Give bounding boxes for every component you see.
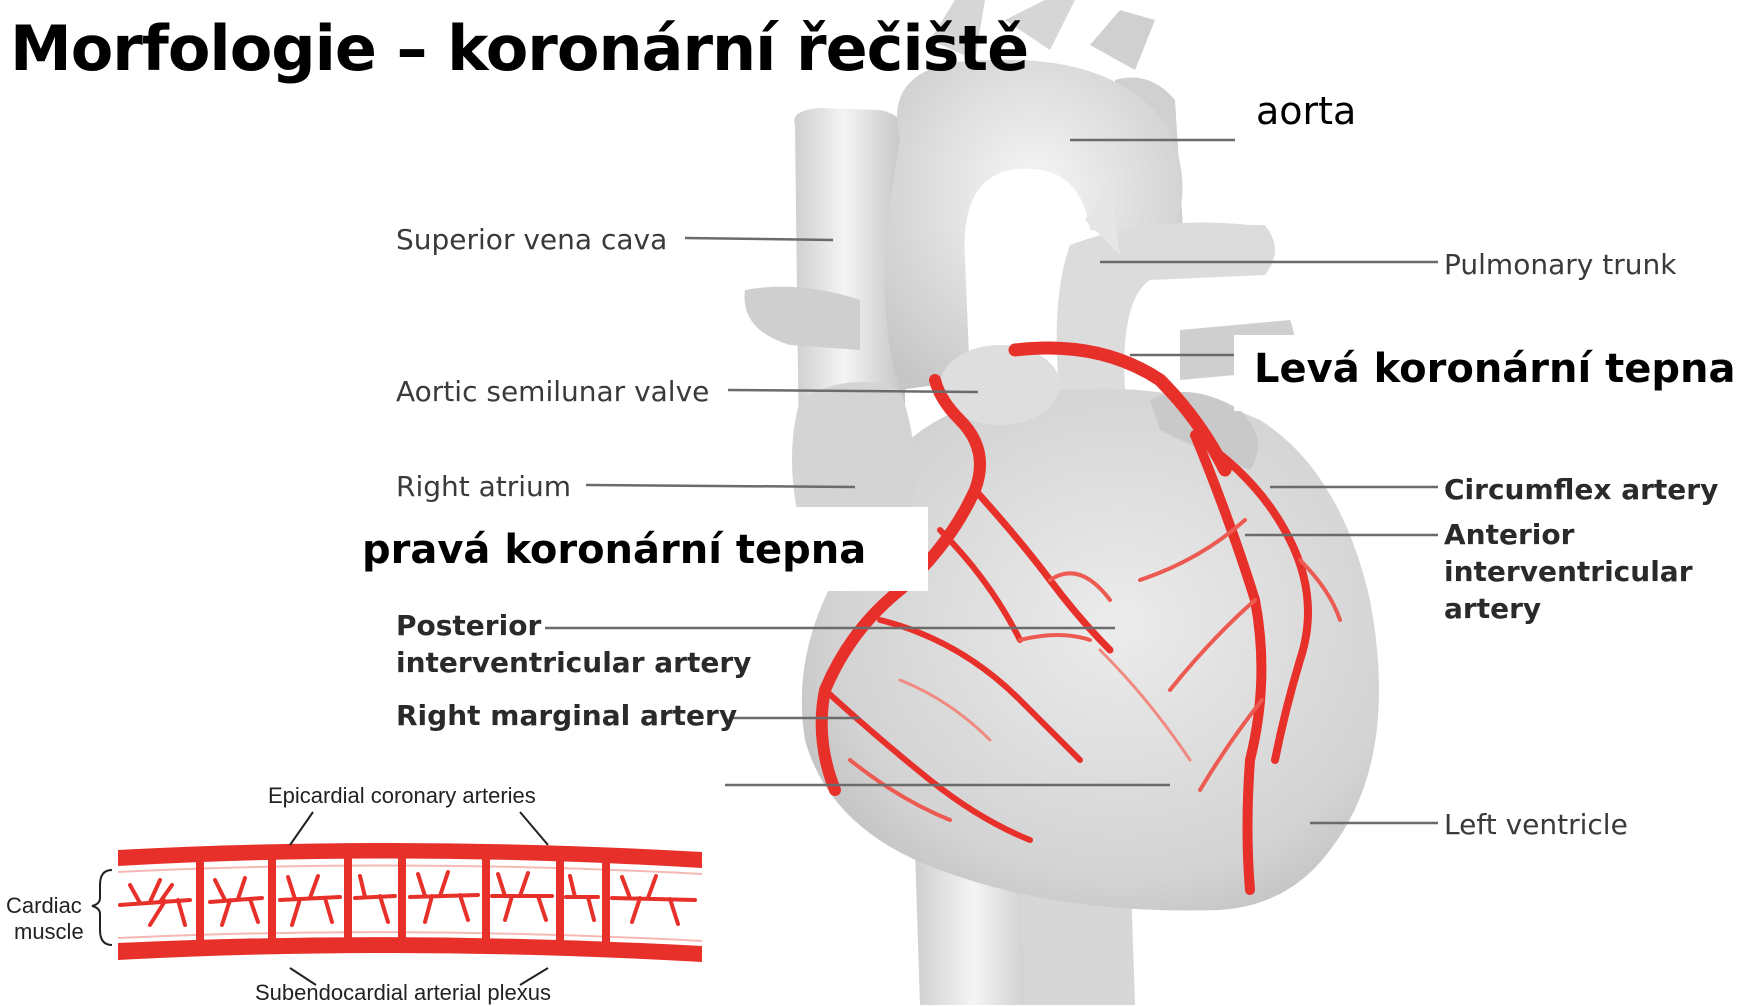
page-title: Morfologie – koronární řečiště xyxy=(10,12,1028,85)
inset-label-subendocardial: Subendocardial arterial plexus xyxy=(255,980,551,1006)
overlay-label-aorta: aorta xyxy=(1236,85,1616,145)
label-anterior-interventricular-2: interventricular xyxy=(1444,553,1693,590)
inset-label-muscle: muscle xyxy=(14,919,84,945)
inset-label-epicardial: Epicardial coronary arteries xyxy=(268,783,536,809)
label-posterior-interventricular-2: interventricular artery xyxy=(396,644,751,681)
label-posterior-interventricular-1: Posterior xyxy=(396,607,541,644)
label-pulmonary-trunk: Pulmonary trunk xyxy=(1444,246,1676,283)
inset-vessel-diagram xyxy=(0,775,720,1005)
overlay-label-right-coronary: pravá koronární tepna xyxy=(348,507,928,591)
inset-label-cardiac: Cardiac xyxy=(6,893,82,919)
label-aortic-semilunar-valve: Aortic semilunar valve xyxy=(396,373,709,410)
overlay-label-left-coronary: Levá koronární tepna xyxy=(1234,335,1738,411)
label-right-marginal-artery: Right marginal artery xyxy=(396,697,737,734)
label-anterior-interventricular-1: Anterior xyxy=(1444,516,1574,553)
label-anterior-interventricular-3: artery xyxy=(1444,590,1541,627)
label-right-atrium: Right atrium xyxy=(396,468,571,505)
label-superior-vena-cava: Superior vena cava xyxy=(396,221,667,258)
label-left-ventricle: Left ventricle xyxy=(1444,806,1628,843)
label-circumflex-artery: Circumflex artery xyxy=(1444,471,1718,508)
